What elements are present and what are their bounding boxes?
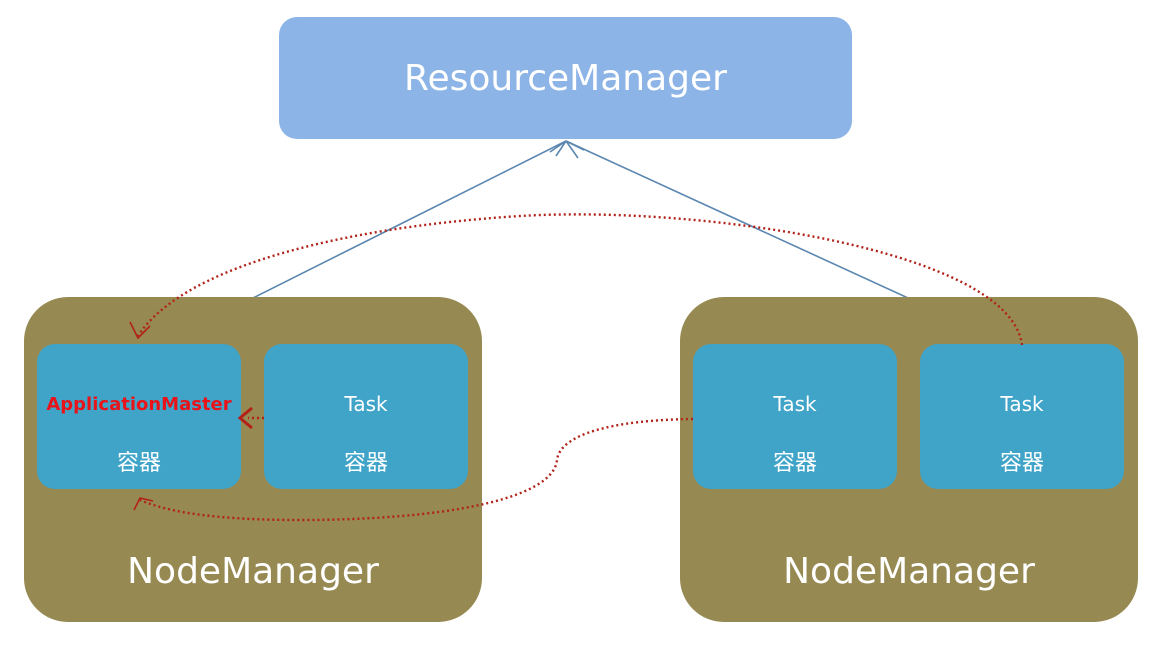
application-master-container: ApplicationMaster 容器 — [37, 344, 241, 489]
node-manager-label: NodeManager — [783, 551, 1035, 592]
heartbeat-line-left — [252, 140, 567, 299]
task-container: Task 容器 — [264, 344, 468, 489]
node-manager-label: NodeManager — [127, 551, 379, 592]
task-container: Task 容器 — [920, 344, 1124, 489]
task-container: Task 容器 — [693, 344, 897, 489]
task-label: Task — [344, 392, 388, 416]
task-label: Task — [773, 392, 817, 416]
resource-manager-box: ResourceManager — [279, 17, 852, 139]
heartbeat-line-right — [565, 140, 909, 299]
arrowhead-left — [549, 140, 567, 157]
node-manager-right: Task 容器 Task 容器 NodeManager — [680, 297, 1138, 622]
task-label: Task — [1000, 392, 1044, 416]
container-label: 容器 — [343, 451, 388, 476]
arrowhead-right — [565, 140, 585, 159]
container-label: 容器 — [999, 451, 1044, 476]
resource-manager-label: ResourceManager — [404, 57, 727, 99]
application-master-label: ApplicationMaster — [46, 394, 232, 415]
container-label: 容器 — [116, 451, 161, 476]
node-manager-left: ApplicationMaster 容器 Task 容器 NodeManager — [24, 297, 482, 622]
container-label: 容器 — [772, 451, 817, 476]
